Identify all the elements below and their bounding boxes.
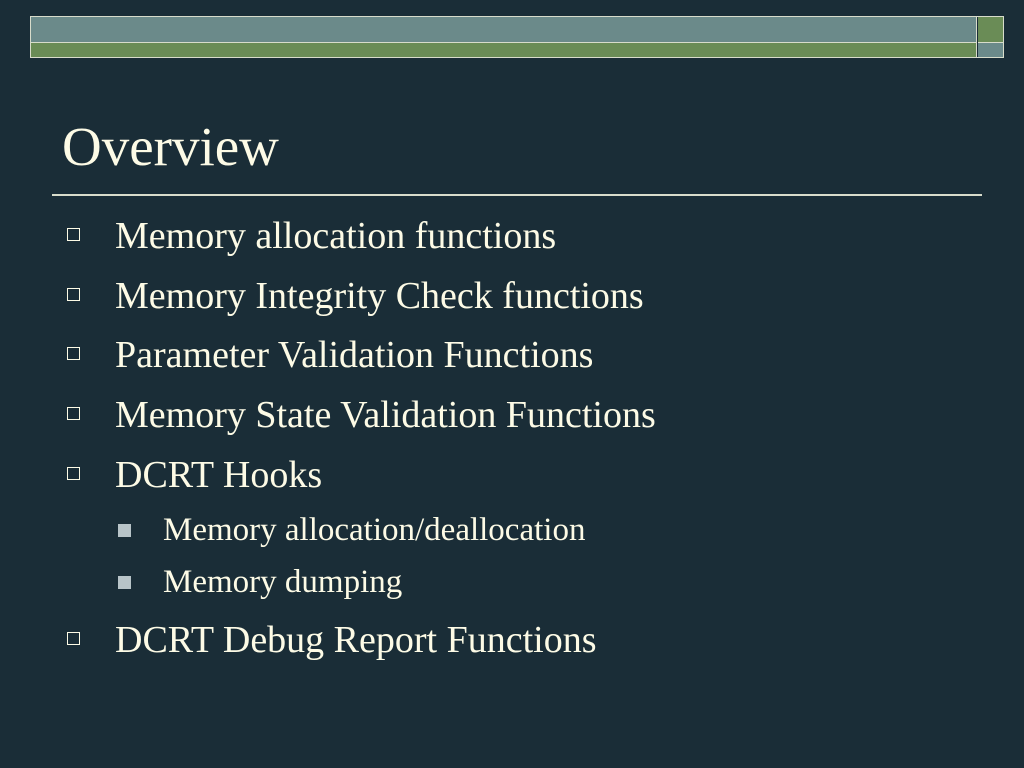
bullet-text: DCRT Hooks — [115, 454, 323, 496]
bullet-text: Memory State Validation Functions — [115, 394, 656, 436]
filled-square-bullet-icon — [118, 524, 131, 537]
header-band — [30, 16, 1004, 58]
header-band-square-blue — [978, 43, 1003, 57]
header-band-square-green — [978, 17, 1003, 43]
header-band-top — [31, 17, 977, 43]
hollow-square-bullet-icon — [67, 288, 80, 301]
bullet-text: Parameter Validation Functions — [115, 334, 594, 376]
header-band-bottom — [31, 43, 977, 57]
bullet-text: DCRT Debug Report Functions — [115, 619, 597, 661]
sub-bullet-item: Memory dumping — [0, 560, 1024, 604]
bullet-item: Memory State Validation Functions — [0, 390, 1024, 440]
hollow-square-bullet-icon — [67, 407, 80, 420]
bullet-text: Memory allocation functions — [115, 215, 557, 257]
bullet-item: Parameter Validation Functions — [0, 330, 1024, 380]
bullet-item: Memory Integrity Check functions — [0, 271, 1024, 321]
sub-bullet-text: Memory dumping — [163, 564, 403, 600]
filled-square-bullet-icon — [118, 576, 131, 589]
hollow-square-bullet-icon — [67, 467, 80, 480]
hollow-square-bullet-icon — [67, 228, 80, 241]
bullet-item: DCRT Hooks — [0, 450, 1024, 500]
slide-title: Overview — [62, 116, 279, 177]
title-divider — [52, 194, 982, 196]
sub-bullet-item: Memory allocation/deallocation — [0, 508, 1024, 552]
hollow-square-bullet-icon — [67, 347, 80, 360]
bullet-text: Memory Integrity Check functions — [115, 275, 644, 317]
hollow-square-bullet-icon — [67, 632, 80, 645]
sub-bullet-text: Memory allocation/deallocation — [163, 512, 586, 548]
bullet-item: DCRT Debug Report Functions — [0, 615, 1024, 665]
bullet-item: Memory allocation functions — [0, 211, 1024, 261]
